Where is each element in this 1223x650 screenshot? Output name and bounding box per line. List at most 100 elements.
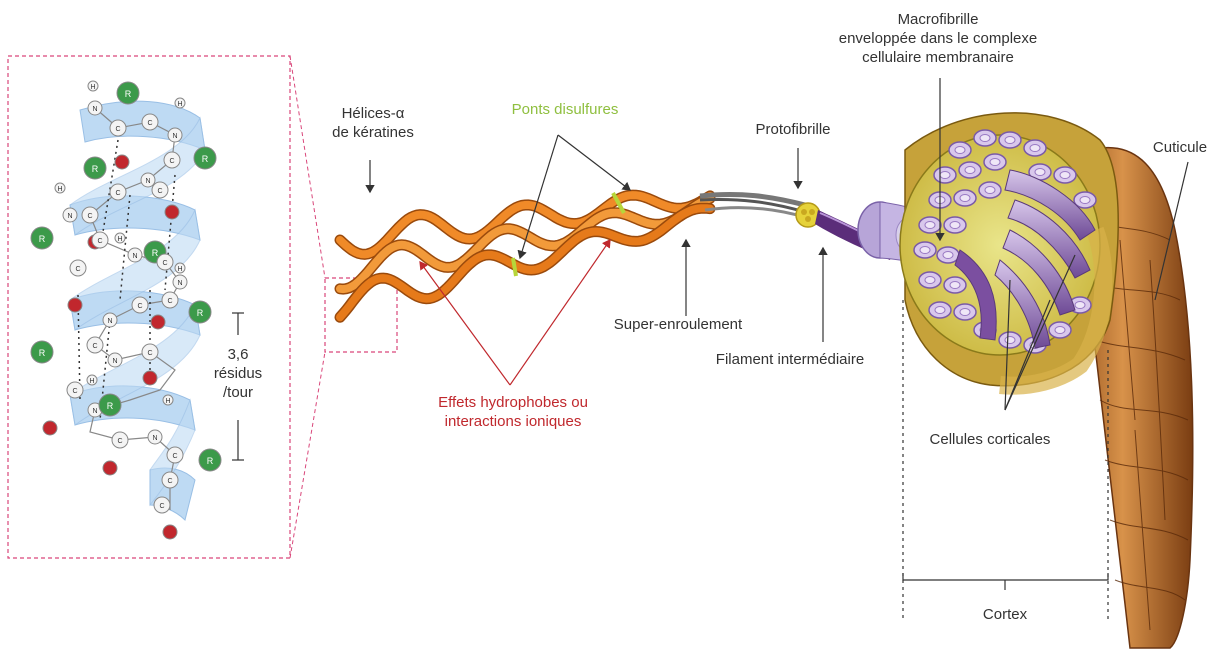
- cortical-cell: [984, 154, 1006, 170]
- carbon-atom: C: [167, 447, 183, 463]
- svg-text:H: H: [90, 84, 95, 91]
- r-group-atom: R: [31, 341, 53, 363]
- nitrogen-atom: N: [63, 208, 77, 222]
- svg-text:C: C: [147, 120, 152, 127]
- svg-text:H: H: [89, 378, 94, 385]
- cortical-cell: [919, 272, 941, 288]
- cortical-cell: [944, 277, 966, 293]
- svg-text:C: C: [167, 478, 172, 485]
- oxygen-atom: [143, 371, 157, 385]
- cortical-cell: [999, 332, 1021, 348]
- svg-text:N: N: [172, 133, 177, 140]
- svg-text:N: N: [145, 178, 150, 185]
- cortical-cell: [934, 167, 956, 183]
- carbon-atom: C: [82, 207, 98, 223]
- carbon-atom: C: [162, 472, 178, 488]
- label-residus-par-tour: 3,6résidus/tour: [205, 345, 271, 402]
- cortical-cell: [937, 247, 959, 263]
- hydrogen-atom: H: [163, 395, 173, 405]
- hydrogen-atom: H: [55, 183, 65, 193]
- nitrogen-atom: N: [128, 248, 142, 262]
- svg-text:C: C: [97, 238, 102, 245]
- label-cuticule: Cuticule: [1140, 138, 1220, 157]
- nitrogen-atom: N: [103, 313, 117, 327]
- label-protofibrille: Protofibrille: [738, 120, 848, 139]
- cortical-cell: [954, 190, 976, 206]
- cortical-cell: [914, 242, 936, 258]
- cortical-cell: [949, 142, 971, 158]
- svg-text:N: N: [177, 280, 182, 287]
- svg-text:R: R: [39, 348, 46, 358]
- carbon-atom: C: [154, 497, 170, 513]
- svg-text:C: C: [87, 213, 92, 220]
- carbon-atom: C: [157, 254, 173, 270]
- carbon-atom: C: [152, 182, 168, 198]
- label-ponts-disulfures: Ponts disulfures: [490, 100, 640, 119]
- svg-text:C: C: [159, 503, 164, 510]
- nitrogen-atom: N: [173, 275, 187, 289]
- carbon-atom: C: [67, 382, 83, 398]
- svg-text:R: R: [202, 154, 209, 164]
- protofibril-rope: [700, 194, 808, 218]
- cortical-cell: [959, 162, 981, 178]
- cortical-cell: [929, 302, 951, 318]
- label-cellules-corticales: Cellules corticales: [905, 430, 1075, 449]
- nitrogen-atom: N: [148, 430, 162, 444]
- svg-text:N: N: [132, 253, 137, 260]
- cortical-cell: [974, 130, 996, 146]
- carbon-atom: C: [142, 344, 158, 360]
- svg-text:C: C: [72, 388, 77, 395]
- oxygen-atom: [151, 315, 165, 329]
- hydrogen-atom: H: [88, 81, 98, 91]
- carbon-atom: C: [164, 152, 180, 168]
- svg-text:R: R: [107, 401, 114, 411]
- cortical-cell: [999, 132, 1021, 148]
- svg-text:R: R: [125, 89, 132, 99]
- r-group-atom: R: [117, 82, 139, 104]
- svg-text:H: H: [57, 186, 62, 193]
- cortical-cell: [1049, 322, 1071, 338]
- carbon-atom: C: [162, 292, 178, 308]
- carbon-atom: C: [92, 232, 108, 248]
- cortical-cell: [954, 304, 976, 320]
- oxygen-atom: [103, 461, 117, 475]
- cortical-cell: [1054, 167, 1076, 183]
- svg-text:N: N: [112, 358, 117, 365]
- r-group-atom: R: [199, 449, 221, 471]
- coiled-coil: [340, 195, 710, 317]
- r-group-atom: R: [31, 227, 53, 249]
- r-group-atom: R: [189, 301, 211, 323]
- svg-text:N: N: [107, 318, 112, 325]
- carbon-atom: C: [110, 184, 126, 200]
- svg-text:C: C: [172, 453, 177, 460]
- svg-text:N: N: [92, 408, 97, 415]
- oxygen-atom: [43, 421, 57, 435]
- zoom-connector-bottom: [290, 352, 325, 558]
- oxygen-atom: [165, 205, 179, 219]
- svg-text:C: C: [162, 260, 167, 267]
- svg-text:C: C: [147, 350, 152, 357]
- svg-text:C: C: [167, 298, 172, 305]
- oxygen-atom: [115, 155, 129, 169]
- cortical-cell: [919, 217, 941, 233]
- label-helices: Hélices-αde kératines: [318, 104, 428, 142]
- carbon-atom: C: [87, 337, 103, 353]
- svg-text:N: N: [67, 213, 72, 220]
- r-group-atom: R: [99, 394, 121, 416]
- svg-text:C: C: [115, 190, 120, 197]
- svg-text:N: N: [152, 435, 157, 442]
- cortical-cell: [944, 217, 966, 233]
- nitrogen-atom: N: [168, 128, 182, 142]
- hydrogen-atom: H: [175, 263, 185, 273]
- svg-text:N: N: [92, 106, 97, 113]
- svg-text:H: H: [177, 101, 182, 108]
- r-group-atom: R: [194, 147, 216, 169]
- svg-text:H: H: [117, 236, 122, 243]
- hydrogen-atom: H: [87, 375, 97, 385]
- carbon-atom: C: [110, 120, 126, 136]
- svg-text:C: C: [137, 303, 142, 310]
- svg-text:C: C: [92, 343, 97, 350]
